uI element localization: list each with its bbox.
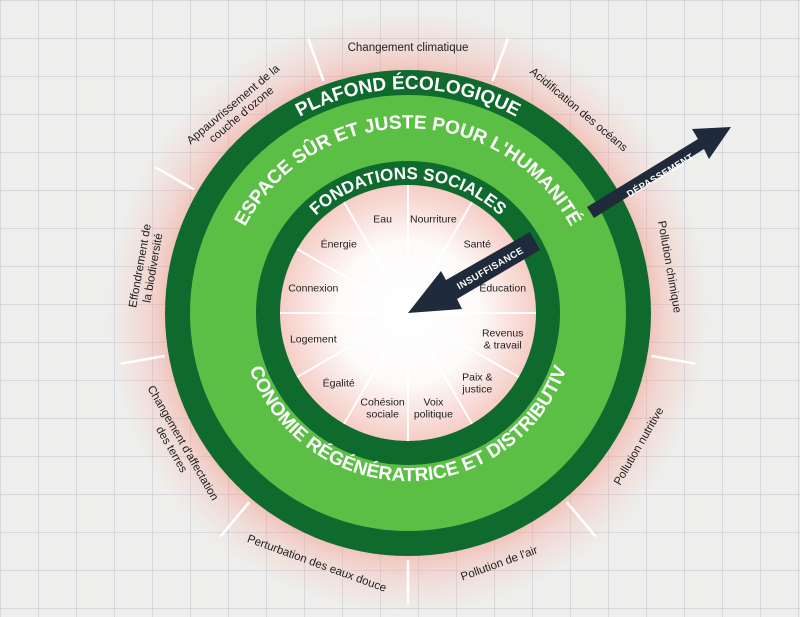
social-spoke <box>296 312 409 378</box>
social-label-line: Égalité <box>323 376 355 389</box>
social-spoke <box>407 312 520 378</box>
social-label-education: Éducation <box>479 282 526 295</box>
ecological-spoke <box>565 501 597 538</box>
shortfall-arrow-shape <box>408 232 540 313</box>
social-label-income: Revenus& travail <box>482 327 523 351</box>
social-spoke <box>407 312 473 425</box>
social-label-line: sociale <box>366 409 399 421</box>
social-spoke <box>343 201 409 314</box>
social-spoke <box>407 201 473 314</box>
social-label-networks: Connexion <box>288 283 338 295</box>
social-label-line: Énergie <box>321 238 357 251</box>
social-label-peace: Paix &justice <box>461 371 492 395</box>
ecological-spoke <box>154 165 195 191</box>
social-spoke <box>343 312 409 425</box>
ecological-spoke <box>120 354 165 365</box>
social-label-equality: Égalité <box>323 376 355 389</box>
social-label-line: Nourriture <box>410 213 457 225</box>
social-label-health: Santé <box>464 239 492 251</box>
social-label-line: Santé <box>464 239 492 251</box>
overshoot-arrow-shape <box>587 127 731 218</box>
ecological-label-line: Changement climatique <box>348 42 469 54</box>
social-label-line: Éducation <box>479 282 526 295</box>
social-label-line: Eau <box>373 213 392 225</box>
ecological-spoke <box>306 38 325 82</box>
social-spoke <box>296 248 409 314</box>
social-label-line: Cohésion <box>360 397 405 409</box>
social-label-line: Voix <box>423 397 444 409</box>
social-label-line: Paix & <box>462 371 492 383</box>
social-label-line: & travail <box>484 339 522 351</box>
social-label-energy: Énergie <box>321 238 357 251</box>
ecological-spoke <box>491 38 510 82</box>
social-label-line: politique <box>414 409 453 421</box>
social-label-water_access: Eau <box>373 213 392 225</box>
social-label-line: Logement <box>290 333 337 345</box>
ecological-label-climate: Changement climatique <box>348 42 469 54</box>
social-label-line: justice <box>461 383 492 395</box>
social-label-line: Connexion <box>288 283 338 295</box>
social-label-housing: Logement <box>290 333 337 345</box>
social-label-food: Nourriture <box>410 213 457 225</box>
social-label-line: Revenus <box>482 327 523 339</box>
ecological-spoke <box>651 354 696 365</box>
ecological-spoke <box>219 501 251 538</box>
